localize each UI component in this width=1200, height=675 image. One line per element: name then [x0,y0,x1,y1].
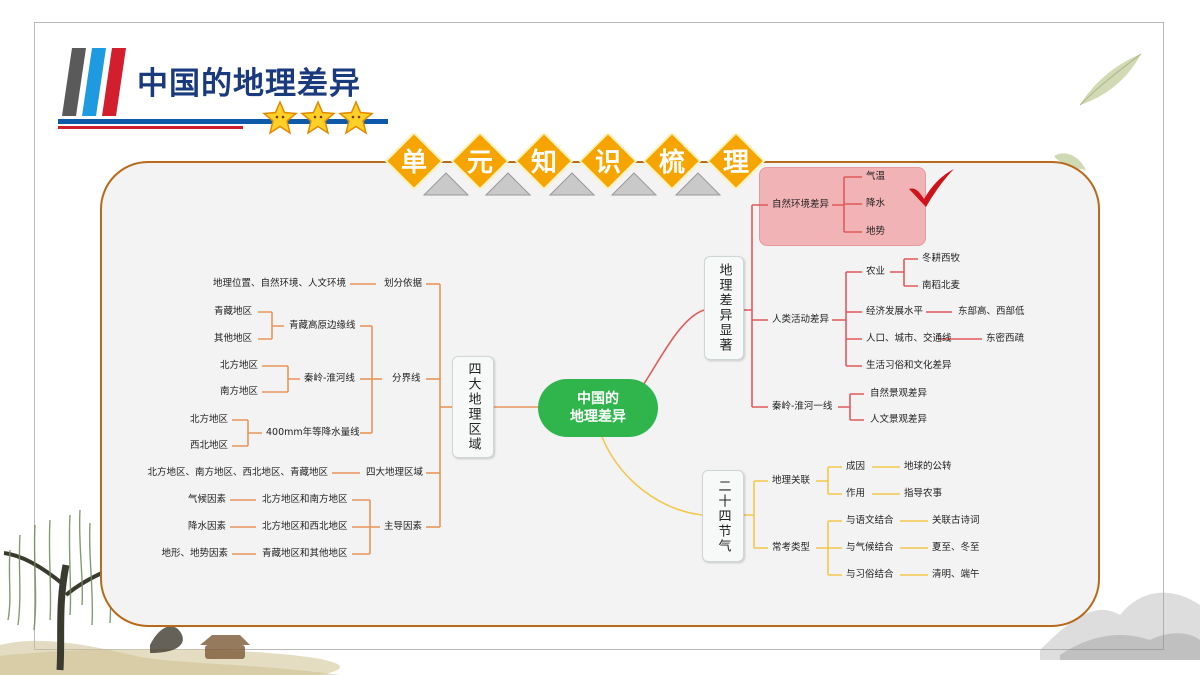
check-mark-icon [909,169,954,207]
leaf-economy: 东部高、西部低 [958,306,1025,317]
node-huafen: 划分依据 [384,278,423,289]
node-400mm-line: 400mm年等降水量线 [266,427,360,438]
small-leaf-decoration [1054,153,1086,170]
leaf-northwest: 西北地区 [189,440,228,451]
node-qinling-huaihe: 秦岭-淮河一线 [772,401,833,412]
leaf-cause: 地球的公转 [904,461,952,472]
leaf-zhudao: 气候因素 [187,494,226,505]
leaf-population: 东密西疏 [986,333,1025,344]
node-geo-relation: 地理关联 [772,475,811,486]
leaf-zhudao: 地形、地势因素 [161,548,228,559]
logo-stripes-icon [62,48,126,116]
leaf-four-regions: 北方地区、南方地区、西北地区、青藏地区 [147,467,328,478]
leaf-zhudao: 降水因素 [187,521,226,532]
ink-mountain-decoration [1040,592,1200,660]
banner-char: 元 [467,148,493,178]
leaf-agri-1: 冬耕西牧 [922,253,961,264]
leaf-agri-2: 南稻北麦 [922,280,961,291]
leaf-other: 其他地区 [213,333,252,344]
title-underline-blue [58,119,388,124]
node-population: 人口、城市、交通线 [866,333,952,344]
leaf-temperature: 气温 [866,171,886,182]
node-four-regions: 四大地理区域 [366,467,424,478]
difference-box: 地理差异显著 [704,256,744,360]
center-node: 中国的 地理差异 [538,379,658,437]
bamboo-leaf-decoration [1079,53,1142,106]
node-zhudao-mid: 青藏地区和其他地区 [262,548,348,559]
node-agriculture: 农业 [866,266,886,277]
leaf-north-2: 北方地区 [189,414,228,425]
leaf-human-landscape: 人文景观差异 [870,414,928,425]
banner-char: 知 [531,148,557,178]
leaf-north: 北方地区 [219,360,258,371]
node-exam-types: 常考类型 [772,542,811,553]
node-economy: 经济发展水平 [866,306,924,317]
star-rating-icon [262,100,374,135]
node-exam-type: 与气候结合 [846,542,894,553]
leaf-natural-landscape: 自然景观差异 [870,388,928,399]
highlight-natural-env [759,167,926,246]
node-zhudao-mid: 北方地区和西北地区 [262,521,348,532]
leaf-south: 南方地区 [219,386,258,397]
node-customs: 生活习俗和文化差异 [866,360,952,371]
title-underline-red [58,126,243,129]
node-exam-type: 与习俗结合 [846,569,894,580]
leaf-exam-type: 清明、端午 [932,569,980,580]
solar-terms-box: 二十四节气 [702,470,744,562]
page-title: 中国的地理差异 [137,66,361,102]
leaf-exam-type: 夏至、冬至 [932,542,980,553]
slide-frame [34,22,1164,650]
leaf-qingzang: 青藏地区 [213,306,252,317]
center-line1: 中国的 [577,391,619,407]
banner-char: 梳 [659,147,685,178]
node-zhudao: 主导因素 [384,521,423,532]
leaf-effect: 指导农事 [904,488,943,499]
banner-char: 识 [595,148,621,178]
node-human-activity: 人类活动差异 [772,314,830,325]
node-fenjie: 分界线 [392,373,421,384]
leaf-terrain: 地势 [866,226,886,237]
node-cause: 成因 [846,461,866,472]
region-box: 四大地理区域 [452,356,494,458]
center-line2: 地理差异 [570,409,626,425]
node-qinling-line: 秦岭-淮河线 [304,373,355,384]
leaf-exam-type: 关联古诗词 [932,515,980,526]
node-huafen-leaf: 地理位置、自然环境、人文环境 [212,278,346,289]
section-banner: 单 元 知 识 梳 理 [384,133,766,196]
banner-char: 理 [723,148,749,178]
node-qingzang-line: 青藏高原边缘线 [289,320,356,331]
node-zhudao-mid: 北方地区和南方地区 [262,494,348,505]
banner-char: 单 [401,148,427,178]
node-natural-env: 自然环境差异 [772,199,830,210]
node-exam-type: 与语文结合 [846,515,894,526]
node-effect: 作用 [846,488,866,499]
leaf-precipitation: 降水 [866,198,886,209]
